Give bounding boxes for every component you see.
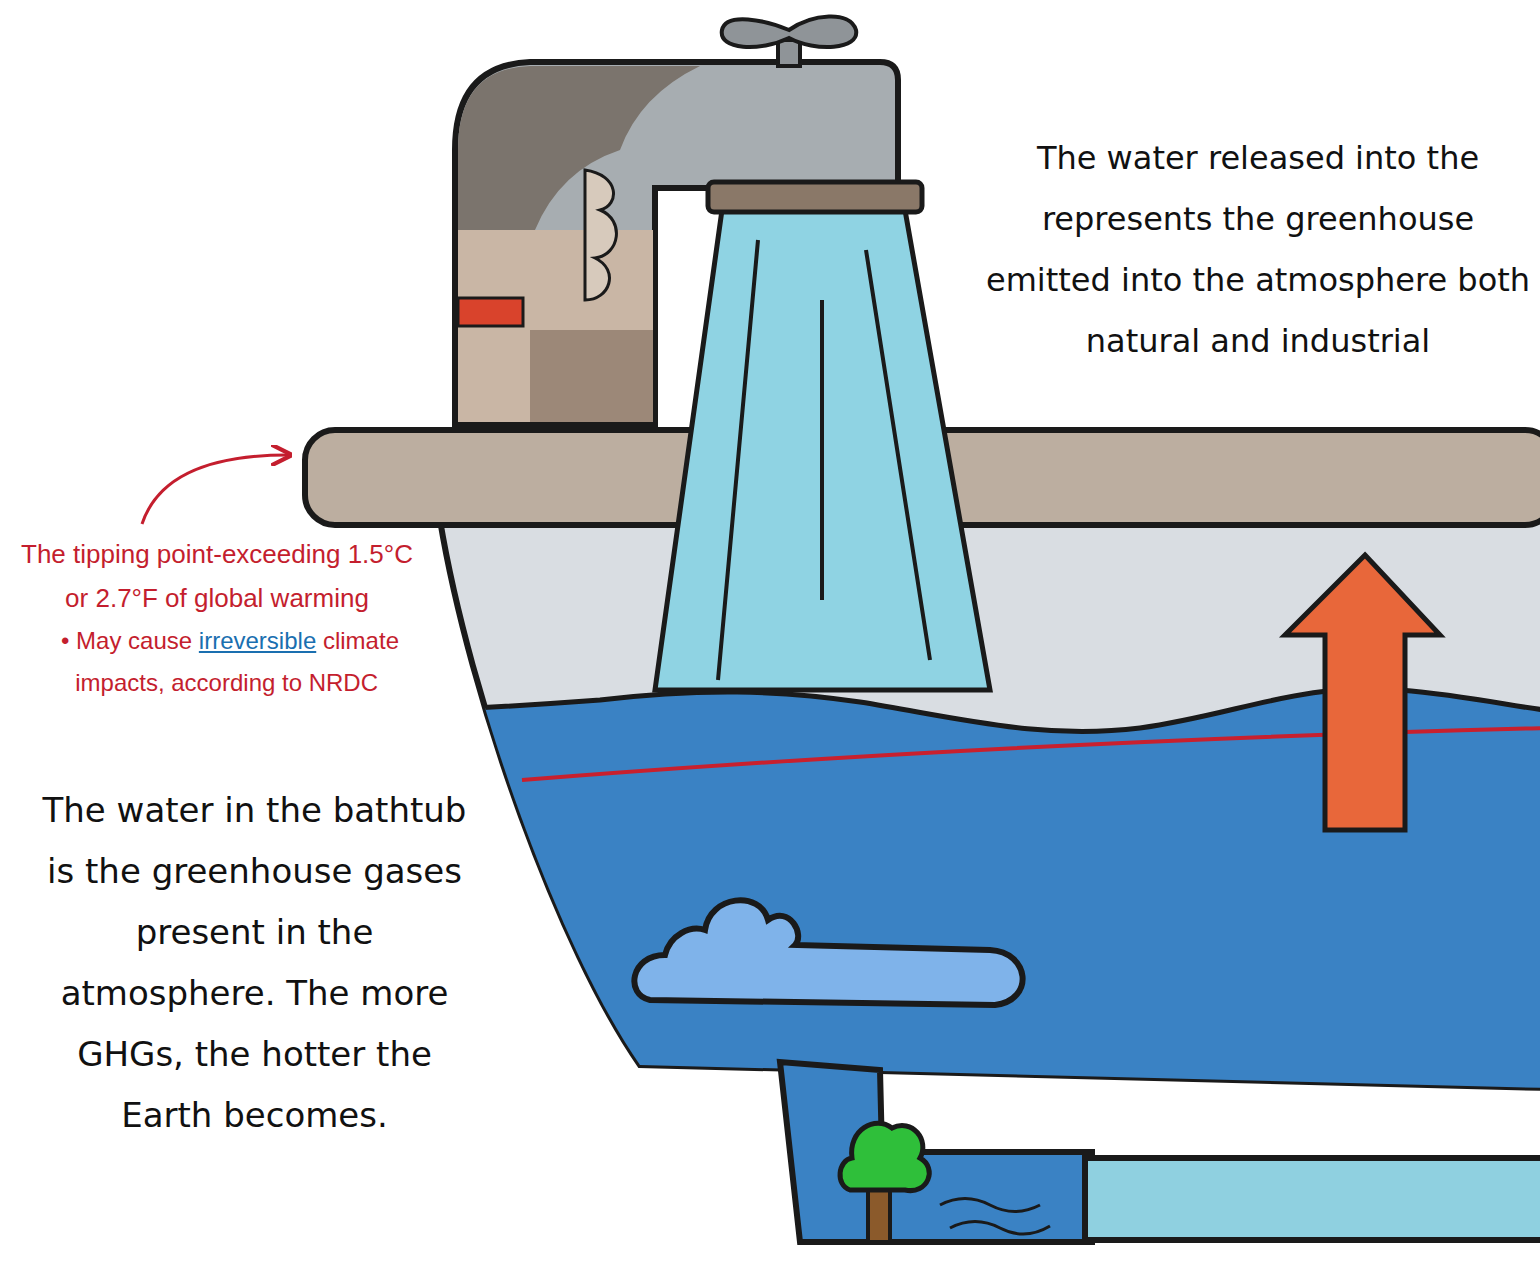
- label-text: • May cause: [61, 627, 192, 654]
- stream-lines: [718, 240, 930, 680]
- tree-trunk: [868, 1185, 890, 1242]
- cloud-shape: [634, 900, 1022, 1005]
- chimney-stripe: [458, 298, 523, 326]
- outflow-water: [1085, 1158, 1540, 1240]
- water-ripples: [940, 1199, 1050, 1235]
- tipping-point-bullet: • May causeirreversibleclimate impacts, …: [30, 620, 430, 704]
- label-text: The tipping point-exceeding 1.5°C or 2.7…: [21, 539, 413, 613]
- rising-arrow: [1285, 555, 1440, 830]
- explanation-text: The water in the bathtub is the greenhou…: [32, 780, 477, 1146]
- smokestack-shade: [530, 330, 653, 422]
- emphasis-word: irreversible: [199, 627, 316, 654]
- drain-pipe: [780, 1062, 1092, 1242]
- faucet-stem: [778, 40, 800, 66]
- tree-canopy: [840, 1123, 929, 1190]
- label-text: The water released into the represents t…: [986, 139, 1530, 360]
- explanation-text: The water released into the represents t…: [982, 128, 1534, 372]
- tipping-point-note: The tipping point-exceeding 1.5°C or 2.7…: [12, 532, 422, 620]
- smoke-puff: [585, 170, 616, 300]
- label-text: The water in the bathtub is the greenhou…: [43, 790, 467, 1135]
- water-stream: [655, 210, 990, 690]
- faucet-handle: [722, 16, 857, 47]
- spout-ring: [708, 182, 922, 212]
- smokestack: [458, 230, 653, 422]
- smoke-shade: [458, 66, 700, 230]
- leader-arrow: [142, 455, 288, 524]
